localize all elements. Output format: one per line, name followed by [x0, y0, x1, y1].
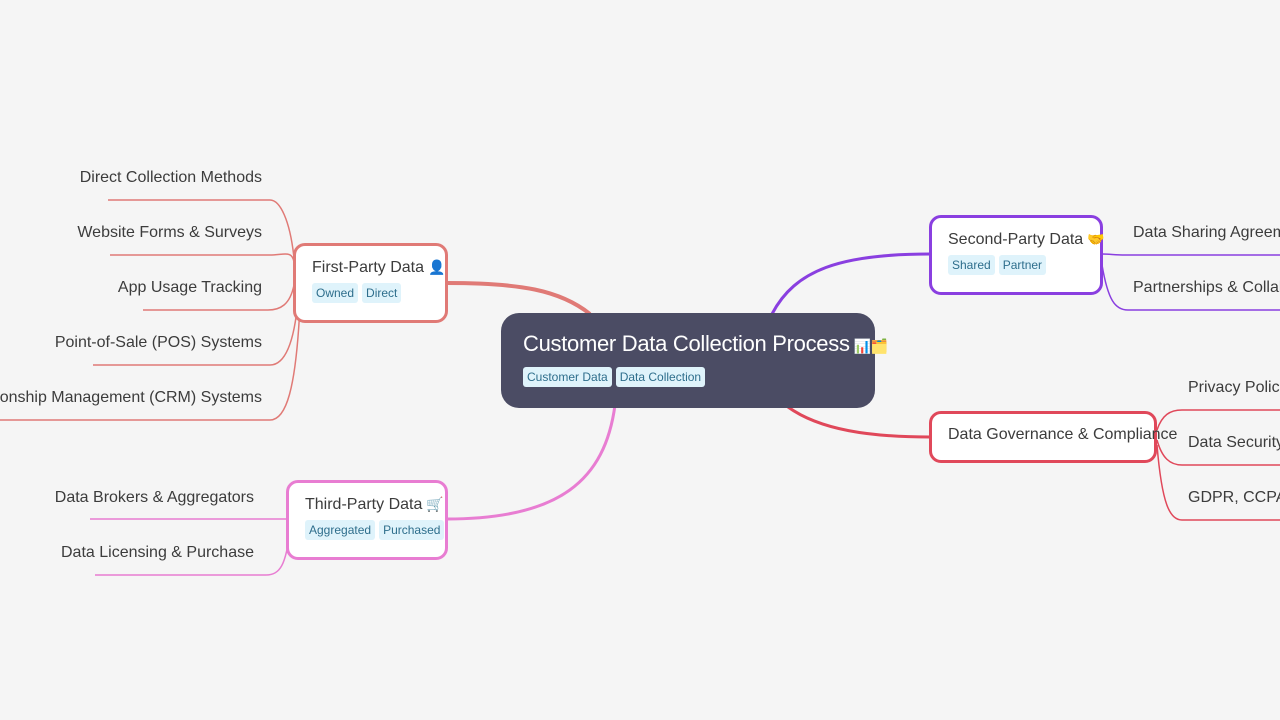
branch-third-party-tags: Aggregated Purchased [305, 520, 445, 540]
tag-aggregated: Aggregated [305, 520, 376, 540]
link-sp-leaf-2 [1101, 264, 1280, 311]
leaf-gdpr-ccpa[interactable]: GDPR, CCPA, etc [1188, 489, 1280, 506]
leaf-data-sharing-agreement[interactable]: Data Sharing Agreement [1133, 224, 1280, 241]
link-root-first-party [446, 281, 592, 316]
link-fp-leaf-1 [108, 199, 295, 259]
link-root-governance [787, 405, 931, 439]
person-icon: 👤 [428, 259, 446, 275]
link-gov-leaf-3 [1156, 444, 1280, 521]
root-node[interactable]: Customer Data Collection Process📊🗂️ Cust… [501, 313, 888, 408]
tag-purchased: Purchased [379, 520, 445, 540]
leaf-data-brokers-aggregators[interactable]: Data Brokers & Aggregators [54, 489, 254, 506]
branch-first-party-tags: Owned Direct [312, 283, 445, 303]
leaf-pos-systems[interactable]: Point-of-Sale (POS) Systems [54, 334, 262, 351]
handshake-icon: 🤝 [1087, 231, 1105, 247]
link-gov-leaf-2 [1156, 439, 1280, 466]
link-fp-leaf-3 [143, 284, 295, 311]
root-title: Customer Data Collection Process📊🗂️ [523, 331, 888, 356]
shopping-cart-icon: 🛒 [426, 496, 444, 512]
branch-second-party-title: Second-Party Data🤝 [948, 231, 1105, 248]
branch-second-party[interactable]: Second-Party Data🤝 Shared Partner [929, 215, 1105, 295]
link-fp-leaf-2 [110, 253, 295, 263]
leaf-website-forms-surveys[interactable]: Website Forms & Surveys [77, 224, 262, 241]
branch-first-party[interactable]: First-Party Data👤 Owned Direct [293, 243, 448, 323]
branch-second-party-tags: Shared Partner [948, 255, 1100, 275]
leaf-data-licensing-purchase[interactable]: Data Licensing & Purchase [61, 544, 254, 561]
branch-third-party[interactable]: Third-Party Data🛒 Aggregated Purchased [286, 480, 448, 560]
tag-data-collection: Data Collection [615, 367, 706, 387]
branch-governance-title: Data Governance & Compliance [948, 426, 1178, 443]
leaf-privacy-policies[interactable]: Privacy Policies [1188, 379, 1280, 396]
branch-first-party-title: First-Party Data👤 [312, 259, 446, 276]
leaf-direct-collection-methods[interactable]: Direct Collection Methods [79, 169, 262, 186]
tag-customer-data: Customer Data [523, 367, 612, 387]
tag-partner: Partner [998, 255, 1047, 275]
branch-governance[interactable]: Data Governance & Compliance [929, 411, 1178, 463]
chart-folder-emoji-icon: 📊🗂️ [853, 338, 889, 354]
tag-owned: Owned [312, 283, 359, 303]
leaf-partnerships-collaborations[interactable]: Partnerships & Collabora [1133, 279, 1280, 296]
link-root-third-party [446, 404, 617, 521]
tag-direct: Direct [362, 283, 402, 303]
leaf-app-usage-tracking[interactable]: App Usage Tracking [117, 279, 262, 296]
leaf-crm-systems[interactable]: er Relationship Management (CRM) Systems [0, 389, 262, 406]
link-root-second-party [770, 252, 931, 315]
link-gov-leaf-1 [1156, 409, 1280, 431]
tag-shared: Shared [948, 255, 995, 275]
branch-third-party-title: Third-Party Data🛒 [305, 496, 444, 513]
leaf-data-security-measures[interactable]: Data Security M [1188, 434, 1280, 451]
link-fp-leaf-5 [0, 304, 301, 421]
link-sp-leaf-1 [1101, 253, 1280, 256]
root-tags: Customer Data Data Collection [523, 367, 875, 387]
